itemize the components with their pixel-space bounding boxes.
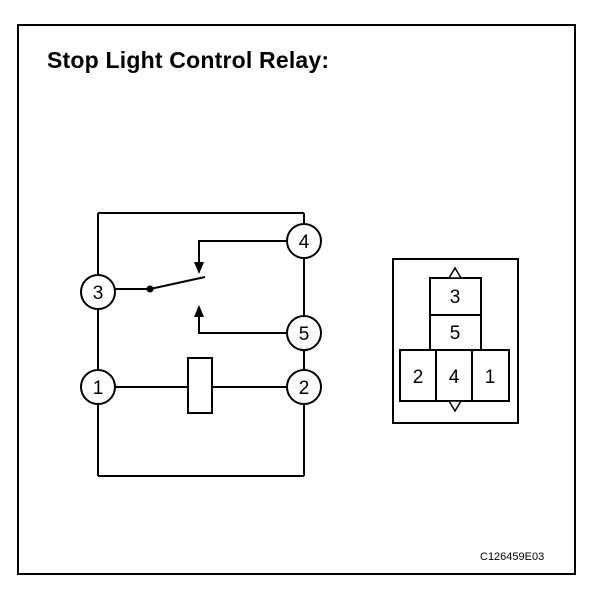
terminal-label: 4 bbox=[299, 232, 310, 253]
terminal-1: 1 bbox=[80, 369, 116, 405]
terminal-circle bbox=[286, 223, 322, 259]
terminal-label: 3 bbox=[93, 283, 104, 304]
switch-blade bbox=[149, 276, 206, 290]
switch-pivot bbox=[146, 285, 154, 293]
figure-code: C126459E03 bbox=[480, 551, 545, 563]
connector-view: 3 5 2 4 1 bbox=[392, 258, 519, 424]
terminal-label: 2 bbox=[299, 378, 310, 399]
arrow-up-icon bbox=[194, 305, 204, 317]
terminal-circle bbox=[286, 369, 322, 405]
arrow-down-icon bbox=[194, 262, 204, 274]
contact-5-wire bbox=[198, 317, 287, 334]
connector-cell-5 bbox=[429, 314, 482, 351]
contact-4-wire bbox=[198, 240, 287, 262]
terminal-circle bbox=[80, 274, 116, 310]
connector-cell-3 bbox=[429, 277, 482, 316]
connector-label: 3 bbox=[450, 287, 461, 308]
lock-tab-bottom-icon bbox=[447, 400, 463, 413]
connector-label: 4 bbox=[449, 367, 460, 388]
connector-cell-1 bbox=[471, 349, 510, 402]
terminal-3: 3 bbox=[80, 274, 116, 310]
connector-label: 5 bbox=[450, 323, 461, 344]
terminal-2: 2 bbox=[286, 369, 322, 405]
terminal-5: 5 bbox=[286, 315, 322, 351]
terminal-circle bbox=[80, 369, 116, 405]
lock-tab-top-icon bbox=[447, 266, 463, 279]
terminal-4: 4 bbox=[286, 223, 322, 259]
terminal-label: 5 bbox=[299, 324, 310, 345]
connector-label: 2 bbox=[413, 367, 424, 388]
coil-box bbox=[187, 357, 213, 414]
connector-label: 1 bbox=[485, 367, 496, 388]
diagram-frame bbox=[17, 24, 576, 575]
connector-cells bbox=[399, 277, 510, 402]
terminal-circle bbox=[286, 315, 322, 351]
page-title: Stop Light Control Relay: bbox=[47, 47, 330, 73]
schematic-wires bbox=[97, 212, 305, 477]
connector-cell-2 bbox=[399, 349, 437, 402]
terminal-label: 1 bbox=[93, 378, 104, 399]
